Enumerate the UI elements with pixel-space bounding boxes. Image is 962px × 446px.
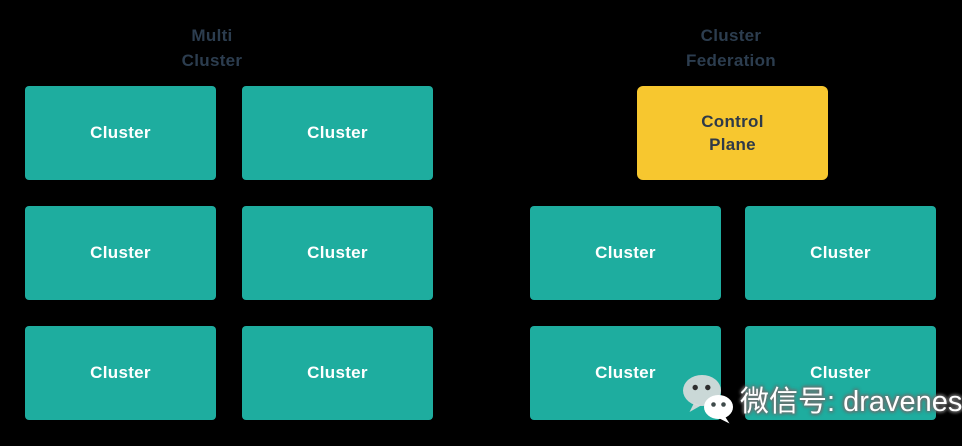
cluster-box-label: Cluster [307,123,368,142]
multi-cluster-title: Multi Cluster [112,23,312,73]
cluster-federation-title: Cluster Federation [631,23,831,73]
federation-cluster-box-2: Cluster [745,206,936,300]
multi-cluster-box-6: Cluster [242,326,433,420]
control-plane-box: Control Plane [637,86,828,180]
cluster-box-label: Cluster [810,243,871,262]
multi-cluster-box-3: Cluster [25,206,216,300]
cluster-box-label: Cluster [90,243,151,262]
cluster-box-label: Cluster [595,363,656,382]
wechat-icon [683,375,733,424]
watermark: 微信号: draveness [682,374,962,424]
multi-cluster-box-4: Cluster [242,206,433,300]
control-plane-label-line1: Control [701,112,764,131]
cluster-box-label: Cluster [90,123,151,142]
cluster-federation-title-line1: Cluster [700,26,762,45]
cluster-box-label: Cluster [307,363,368,382]
federation-cluster-box-4: Cluster [745,326,936,420]
multi-cluster-box-1: Cluster [25,86,216,180]
cluster-federation-title-line2: Federation [686,51,776,70]
federation-cluster-box-1: Cluster [530,206,721,300]
federation-cluster-box-3: Cluster [530,326,721,420]
control-plane-label-line2: Plane [709,135,756,154]
cluster-box-label: Cluster [307,243,368,262]
cluster-box-label: Cluster [595,243,656,262]
multi-cluster-box-2: Cluster [242,86,433,180]
cluster-box-label: Cluster [90,363,151,382]
multi-cluster-title-line1: Multi [191,26,233,45]
cluster-box-label: Cluster [810,363,871,382]
watermark-text: 微信号: draveness [740,386,962,418]
multi-cluster-box-5: Cluster [25,326,216,420]
multi-cluster-title-line2: Cluster [181,51,243,70]
